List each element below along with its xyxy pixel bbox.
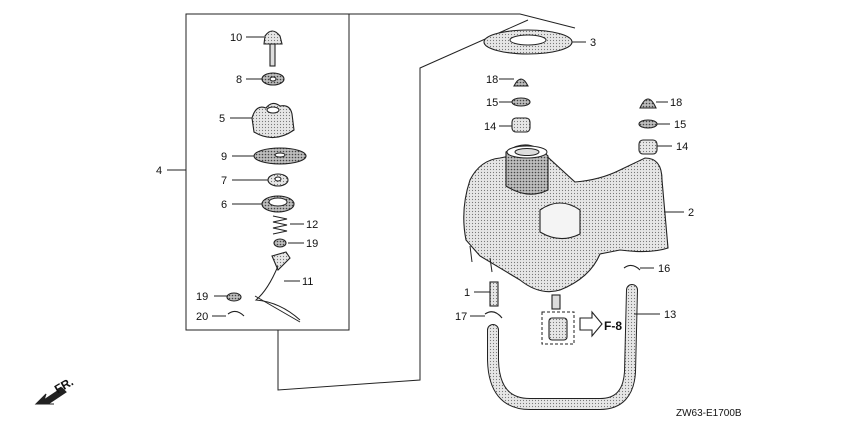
callout-14-center: 14 xyxy=(484,121,496,133)
part-10-knob xyxy=(263,30,283,67)
callout-5: 5 xyxy=(219,113,225,125)
part-14-rubber-right xyxy=(638,139,658,155)
callout-6: 6 xyxy=(221,199,227,211)
callout-14-right: 14 xyxy=(676,141,688,153)
part-18-grommet-right xyxy=(639,98,657,109)
callout-15-center: 15 xyxy=(486,97,498,109)
callout-4: 4 xyxy=(156,165,162,177)
callout-17: 17 xyxy=(455,311,467,323)
part-5-fuel-cap xyxy=(251,102,295,139)
part-3-cover xyxy=(483,29,573,55)
fuel-joint xyxy=(541,294,575,345)
callout-2: 2 xyxy=(688,207,694,219)
connector-lines xyxy=(277,13,576,391)
part-15-washer-right xyxy=(638,119,658,129)
part-2-fuel-tank xyxy=(463,144,669,293)
callout-18-center: 18 xyxy=(486,74,498,86)
callout-1: 1 xyxy=(464,287,470,299)
callout-19-lower: 19 xyxy=(196,291,208,303)
part-8-nut xyxy=(261,72,285,86)
diagram-code: ZW63-E1700B xyxy=(676,408,742,419)
part-11-strainer xyxy=(254,251,301,323)
callout-10: 10 xyxy=(230,32,242,44)
part-12-spring xyxy=(272,215,288,235)
part-9-gasket xyxy=(253,147,307,165)
callout-13: 13 xyxy=(664,309,676,321)
part-19-clip-upper xyxy=(273,238,287,248)
part-1-bolt xyxy=(489,281,499,307)
leader-lines xyxy=(167,36,684,317)
callout-labels: 10 8 5 9 7 6 12 19 11 19 20 4 3 18 15 14… xyxy=(52,32,742,419)
callout-11: 11 xyxy=(302,276,313,288)
part-15-washer-center xyxy=(511,97,531,107)
callout-8: 8 xyxy=(236,74,242,86)
callout-9: 9 xyxy=(221,151,227,163)
part-18-grommet-center xyxy=(513,78,529,87)
part-20-clip xyxy=(227,310,245,317)
callout-15-right: 15 xyxy=(674,119,686,131)
part-16-clip xyxy=(623,264,641,271)
part-7-washer xyxy=(267,173,289,187)
callout-19-upper: 19 xyxy=(306,238,318,250)
part-13-fuel-hose xyxy=(487,284,638,410)
part-19-clip-lower xyxy=(226,292,242,302)
callout-3: 3 xyxy=(590,37,596,49)
part-6-seal xyxy=(261,195,295,213)
f8-arrow xyxy=(579,310,603,338)
callout-18-right: 18 xyxy=(670,97,682,109)
callout-16: 16 xyxy=(658,263,670,275)
ref-label-f8: F-8 xyxy=(604,319,622,333)
callout-20: 20 xyxy=(196,311,208,323)
callout-12: 12 xyxy=(306,219,318,231)
callout-7: 7 xyxy=(221,175,227,187)
cap-assembly-box xyxy=(185,13,350,331)
front-direction-arrow xyxy=(34,387,67,405)
part-17-clip xyxy=(484,311,503,319)
part-14-rubber-center xyxy=(511,117,531,133)
